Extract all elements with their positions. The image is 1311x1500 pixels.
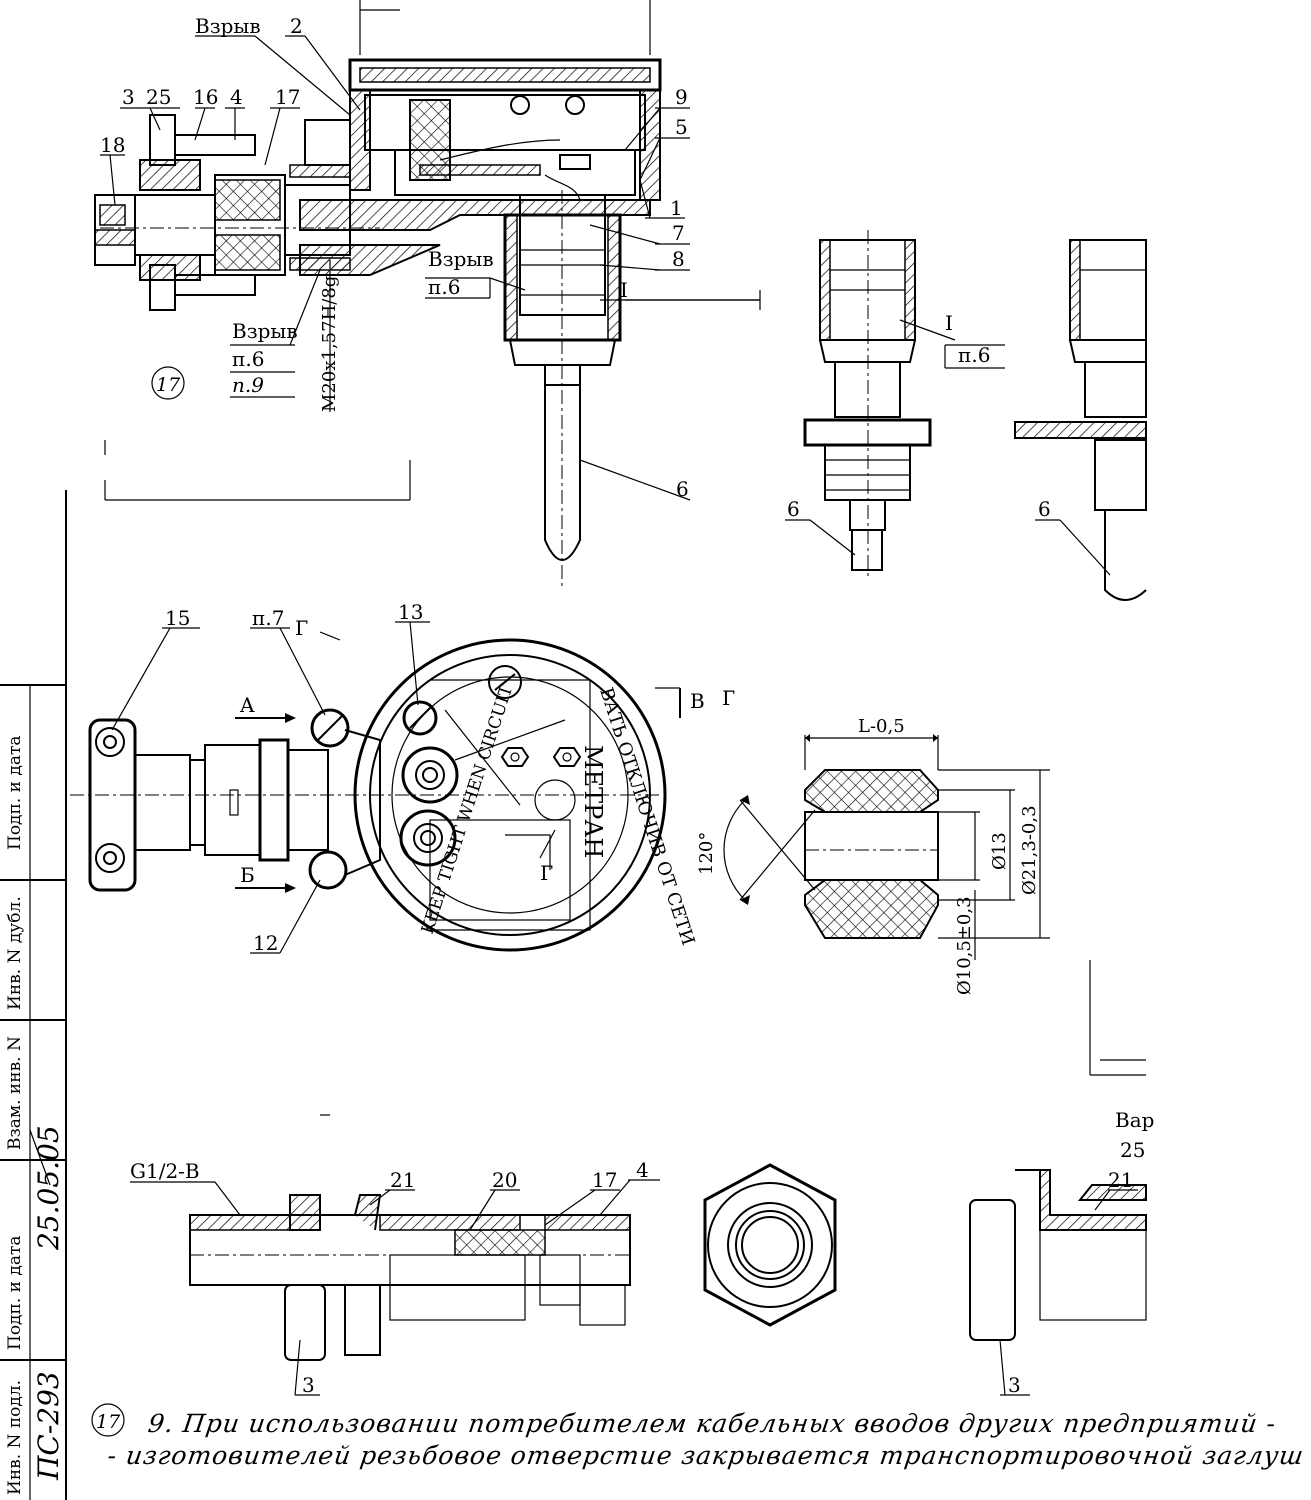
label-2: 2 bbox=[290, 14, 303, 38]
label-p6-1: п.6 bbox=[428, 275, 460, 299]
label-13: 13 bbox=[398, 600, 423, 624]
callout-labels-dial: 15 п.7 Г 13 A Б 12 B Г Г bbox=[165, 600, 735, 955]
callout-labels-top: Взрыв 2 3 25 16 4 17 18 9 5 1 7 8 Взрыв … bbox=[100, 14, 689, 501]
label-20: 20 bbox=[492, 1168, 517, 1192]
signature-date: 25.05.05 bbox=[32, 1125, 65, 1251]
label-I-2: I bbox=[945, 311, 953, 335]
label-3: 3 bbox=[122, 85, 135, 109]
dim-d13: Ø13 bbox=[989, 832, 1010, 870]
label-8: 8 bbox=[672, 247, 685, 271]
label-17: 17 bbox=[275, 85, 300, 109]
label-G-mid: Г bbox=[722, 686, 735, 710]
label-6-mid: 6 bbox=[787, 497, 800, 521]
title-block-strip: Подп. и дата Инв. N дубл. Взам. инв. N П… bbox=[0, 490, 67, 1500]
label-15: 15 bbox=[165, 606, 190, 630]
revision-mark-text-1: 17 bbox=[156, 374, 181, 396]
label-4-b: 4 bbox=[636, 1158, 649, 1182]
dim-d21: Ø21,3-0,3 bbox=[1019, 805, 1040, 895]
label-G-dial: Г bbox=[540, 861, 553, 885]
inv-podl-label: Инв. N подл. bbox=[5, 1380, 25, 1495]
doc-number: ПС-293 bbox=[32, 1371, 65, 1481]
label-V: B bbox=[690, 689, 705, 713]
technical-drawing-sheet: Подп. и дата Инв. N дубл. Взам. инв. N П… bbox=[0, 0, 1154, 1500]
hex-nut-view bbox=[703, 1163, 837, 1327]
label-p7: п.7 bbox=[252, 606, 284, 630]
label-A: A bbox=[239, 693, 255, 717]
label-var: Вар bbox=[1115, 1108, 1154, 1132]
label-1: 1 bbox=[670, 196, 683, 220]
footnote-line-1: 9. При использовании потребителем кабель… bbox=[146, 1409, 1279, 1438]
label-25: 25 bbox=[146, 85, 171, 109]
dim-angle: 120° bbox=[696, 832, 717, 875]
seal-ring-detail bbox=[723, 734, 1050, 960]
sectional-view-main bbox=[94, 0, 761, 590]
label-21-a: 21 bbox=[390, 1168, 415, 1192]
label-7: 7 bbox=[672, 221, 685, 245]
fragment-right-edge bbox=[1089, 960, 1146, 1076]
side-view-middle bbox=[785, 230, 1005, 580]
label-18: 18 bbox=[100, 133, 125, 157]
footnote-line-2: - изготовителей резьбовое отверстие закр… bbox=[105, 1441, 1307, 1470]
label-6-right: 6 bbox=[1038, 497, 1051, 521]
dim-d10: Ø10,5±0,3 bbox=[954, 896, 975, 995]
callout-labels-bottom: G1/2-B 21 20 17 4 3 3 21 Вар 25 bbox=[130, 1108, 1154, 1397]
podp-data-label-2: Подп. и дата bbox=[5, 1235, 25, 1350]
dial-view bbox=[70, 621, 681, 954]
inv-dubl-label: Инв. N дубл. bbox=[5, 896, 25, 1010]
label-4: 4 bbox=[230, 85, 243, 109]
dim-length: L-0,5 bbox=[858, 716, 905, 737]
revision-mark-text-2: 17 bbox=[96, 1411, 121, 1433]
label-17-b: 17 bbox=[592, 1168, 617, 1192]
podp-data-label-1: Подп. и дата bbox=[5, 735, 25, 850]
label-3-b: 3 bbox=[302, 1373, 315, 1397]
label-vzryv-1: Взрыв bbox=[195, 14, 261, 38]
label-p9: п.9 bbox=[232, 373, 264, 397]
callout-labels-right: I п.6 6 6 bbox=[787, 311, 1051, 521]
label-12: 12 bbox=[253, 931, 278, 955]
label-B-arrow: Б bbox=[240, 863, 255, 887]
label-G-top: Г bbox=[295, 616, 308, 640]
label-9: 9 bbox=[675, 85, 688, 109]
side-view-right bbox=[1014, 239, 1147, 601]
label-6-main: 6 bbox=[676, 477, 689, 501]
revision-mark-1: 17 bbox=[151, 366, 185, 400]
revision-mark-2: 17 bbox=[91, 1403, 125, 1437]
gland-section-bottom bbox=[130, 1114, 660, 1396]
dial-warning-en: KEEP TIGHT WHEN CIRCUIT bbox=[418, 682, 518, 937]
label-21-b: 21 bbox=[1108, 1168, 1133, 1192]
label-3-c: 3 bbox=[1008, 1373, 1021, 1397]
dial-brand: МЕТРАН bbox=[579, 745, 607, 858]
label-thread-metric: M20x1,57H/8g bbox=[319, 276, 340, 412]
label-I-1: I bbox=[620, 278, 628, 302]
label-p6-2: п.6 bbox=[232, 347, 264, 371]
label-5: 5 bbox=[675, 115, 688, 139]
footnote: 9. При использовании потребителем кабель… bbox=[96, 1408, 1307, 1472]
gland-variant-right bbox=[969, 1169, 1147, 1396]
leader-lines-top bbox=[100, 35, 760, 501]
label-var-num: 25 bbox=[1120, 1138, 1145, 1162]
label-thread-pipe: G1/2-B bbox=[130, 1159, 200, 1183]
seal-dimensions: L-0,5 120° Ø13 Ø21,3-0,3 Ø10,5±0,3 bbox=[696, 716, 1040, 995]
label-p6-3: п.6 bbox=[958, 343, 990, 367]
vzam-inv-label: Взам. инв. N bbox=[5, 1036, 25, 1150]
label-16: 16 bbox=[193, 85, 218, 109]
label-vzryv-3: Взрыв bbox=[232, 319, 298, 343]
label-vzryv-2: Взрыв bbox=[428, 247, 494, 271]
